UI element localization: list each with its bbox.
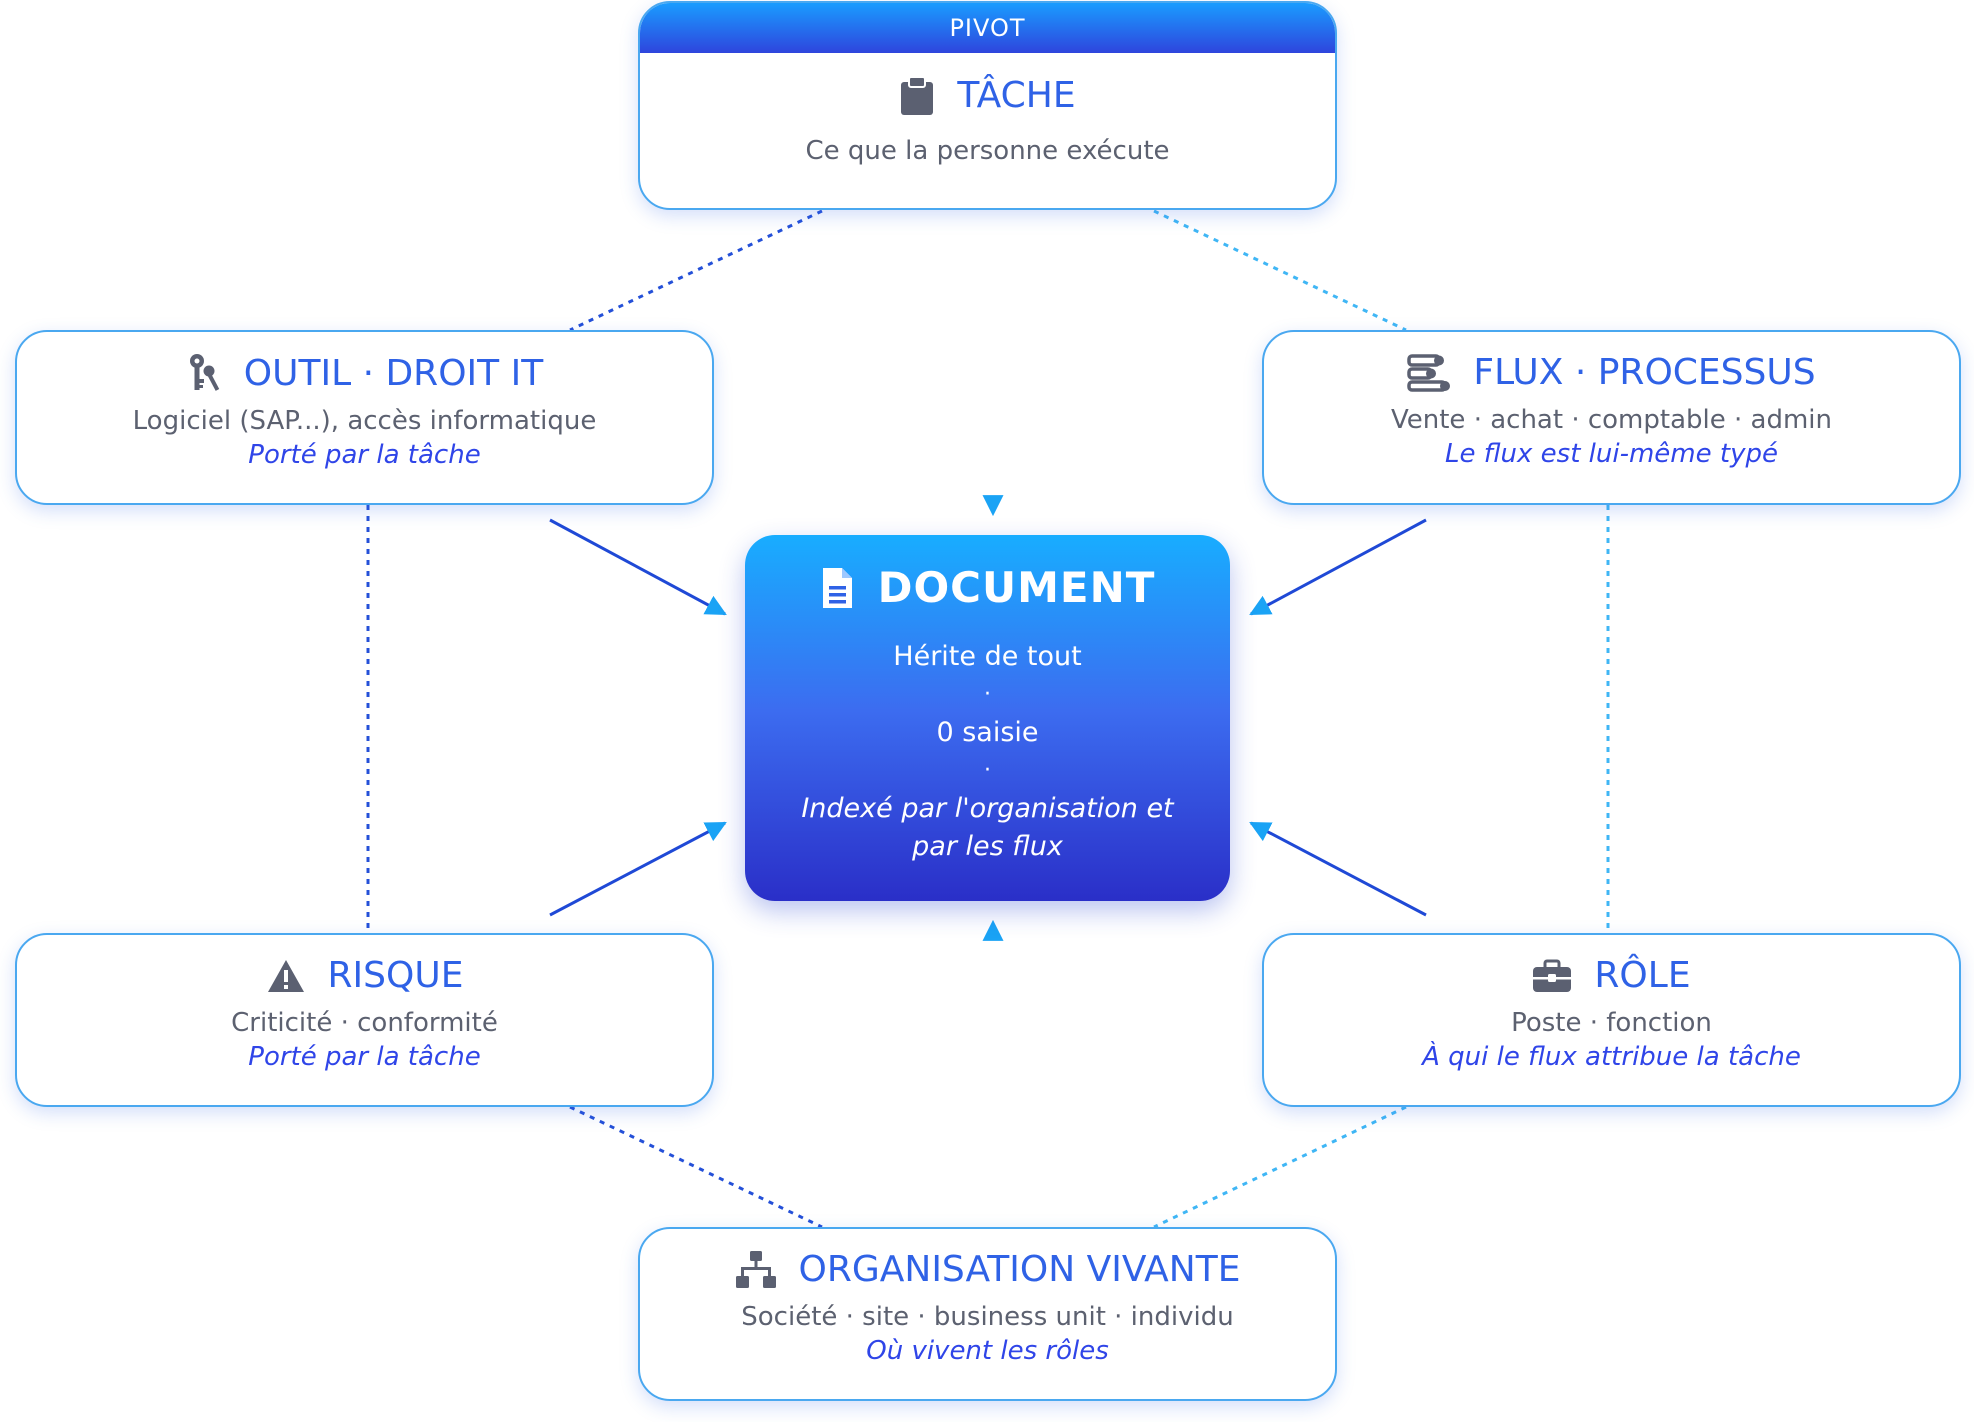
briefcase-icon xyxy=(1533,959,1572,992)
node-role-title: RÔLE xyxy=(1264,955,1959,996)
node-role-note: À qui le flux attribue la tâche xyxy=(1422,1042,1801,1072)
clipboard-icon xyxy=(901,75,934,115)
node-tache-title-text: TÂCHE xyxy=(957,75,1076,116)
arrow-flux-to-document xyxy=(1249,518,1427,616)
node-document-separator-1: · xyxy=(984,682,991,707)
node-flux[interactable]: FLUX · PROCESSUS Vente · achat · comptab… xyxy=(1262,330,1961,505)
arrow-outil-to-document xyxy=(549,518,727,616)
node-organisation-title-text: ORGANISATION VIVANTE xyxy=(798,1249,1241,1290)
node-role-description: Poste · fonction xyxy=(1511,1008,1712,1038)
node-role[interactable]: RÔLE Poste · fonction À qui le flux attr… xyxy=(1262,933,1961,1107)
node-flux-title-text: FLUX · PROCESSUS xyxy=(1473,352,1816,393)
node-role-title-text: RÔLE xyxy=(1594,955,1691,996)
node-outil-title: OUTIL · DROIT IT xyxy=(17,352,712,394)
node-document-line-flux: par les flux xyxy=(912,831,1063,862)
node-flux-note: Le flux est lui-même typé xyxy=(1445,439,1778,469)
warning-icon xyxy=(267,959,304,992)
node-organisation[interactable]: ORGANISATION VIVANTE Société · site · bu… xyxy=(638,1227,1337,1401)
org-chart-icon xyxy=(735,1250,776,1288)
node-flux-title: FLUX · PROCESSUS xyxy=(1264,352,1959,393)
node-risque-title-text: RISQUE xyxy=(327,955,464,996)
node-risque[interactable]: RISQUE Criticité · conformité Porté par … xyxy=(15,933,714,1107)
node-organisation-note: Où vivent les rôles xyxy=(866,1336,1109,1366)
node-document-line-indexe: Indexé par l'organisation et xyxy=(801,793,1174,824)
node-organisation-title: ORGANISATION VIVANTE xyxy=(640,1249,1335,1290)
node-outil[interactable]: OUTIL · DROIT IT Logiciel (SAP...), accè… xyxy=(15,330,714,505)
pivot-badge: PIVOT xyxy=(640,3,1335,53)
arrow-risque-to-document xyxy=(549,821,727,917)
process-icon xyxy=(1407,353,1451,392)
dotted-link-tache-outil xyxy=(569,209,823,332)
node-outil-description: Logiciel (SAP...), accès informatique xyxy=(132,406,597,436)
node-flux-description: Vente · achat · comptable · admin xyxy=(1391,405,1832,435)
document-icon xyxy=(822,567,852,608)
dotted-link-tache-flux xyxy=(1153,209,1407,332)
node-document[interactable]: DOCUMENT Hérite de tout · 0 saisie · Ind… xyxy=(745,535,1230,901)
node-outil-note: Porté par la tâche xyxy=(248,440,481,470)
node-tache[interactable]: PIVOT TÂCHE Ce que la personne exécute xyxy=(638,1,1337,210)
node-document-title: DOCUMENT xyxy=(745,563,1230,612)
node-risque-description: Criticité · conformité xyxy=(231,1008,498,1038)
node-document-line-herite: Hérite de tout xyxy=(893,641,1082,672)
dotted-link-role-organisation xyxy=(1153,1105,1407,1229)
node-organisation-description: Société · site · business unit · individ… xyxy=(741,1302,1234,1332)
node-document-line-saisie: 0 saisie xyxy=(936,717,1039,748)
keys-icon xyxy=(189,354,219,391)
node-document-title-text: DOCUMENT xyxy=(877,563,1156,612)
node-tache-description: Ce que la personne exécute xyxy=(805,136,1170,166)
node-outil-title-text: OUTIL · DROIT IT xyxy=(243,352,544,394)
node-document-separator-2: · xyxy=(984,758,991,783)
node-tache-title: TÂCHE xyxy=(640,75,1335,116)
dotted-link-risque-organisation xyxy=(569,1105,823,1229)
node-risque-note: Porté par la tâche xyxy=(248,1042,481,1072)
arrow-role-to-document xyxy=(1249,821,1427,917)
node-risque-title: RISQUE xyxy=(17,955,712,996)
